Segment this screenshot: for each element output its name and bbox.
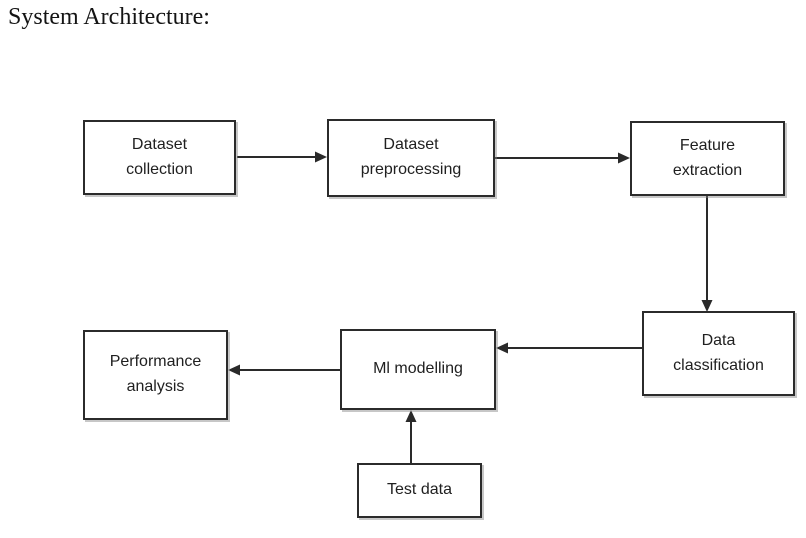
node-feature-extraction-label: Feature extraction <box>672 136 743 179</box>
node-performance-analysis-label: Performance analysis <box>109 353 202 395</box>
arrow-ml-modelling-to-performance-analysis <box>228 364 340 376</box>
arrow-feature-extraction-to-data-classification <box>701 195 713 312</box>
node-dataset-preprocessing-label: Dataset preprocessing <box>360 136 462 178</box>
arrow-dataset-collection-to-dataset-preprocessing <box>237 151 327 163</box>
arrow-dataset-preprocessing-to-feature-extraction <box>495 152 630 164</box>
node-data-classification-label: Data classification <box>673 331 764 374</box>
node-dataset-collection: Dataset collection <box>83 120 236 195</box>
node-ml-modelling: Ml modelling <box>340 329 496 410</box>
node-performance-analysis: Performance analysis <box>83 330 228 420</box>
node-feature-extraction: Feature extraction <box>630 121 785 196</box>
node-dataset-preprocessing: Dataset preprocessing <box>327 119 495 197</box>
node-dataset-collection-label: Dataset collection <box>126 135 193 178</box>
node-test-data: Test data <box>357 463 482 518</box>
arrow-test-data-to-ml-modelling <box>405 410 417 463</box>
node-test-data-label: Test data <box>387 481 452 499</box>
arrow-data-classification-to-ml-modelling <box>496 342 642 354</box>
node-ml-modelling-label: Ml modelling <box>373 360 463 378</box>
page-title: System Architecture: <box>8 4 210 30</box>
node-data-classification: Data classification <box>642 311 795 396</box>
